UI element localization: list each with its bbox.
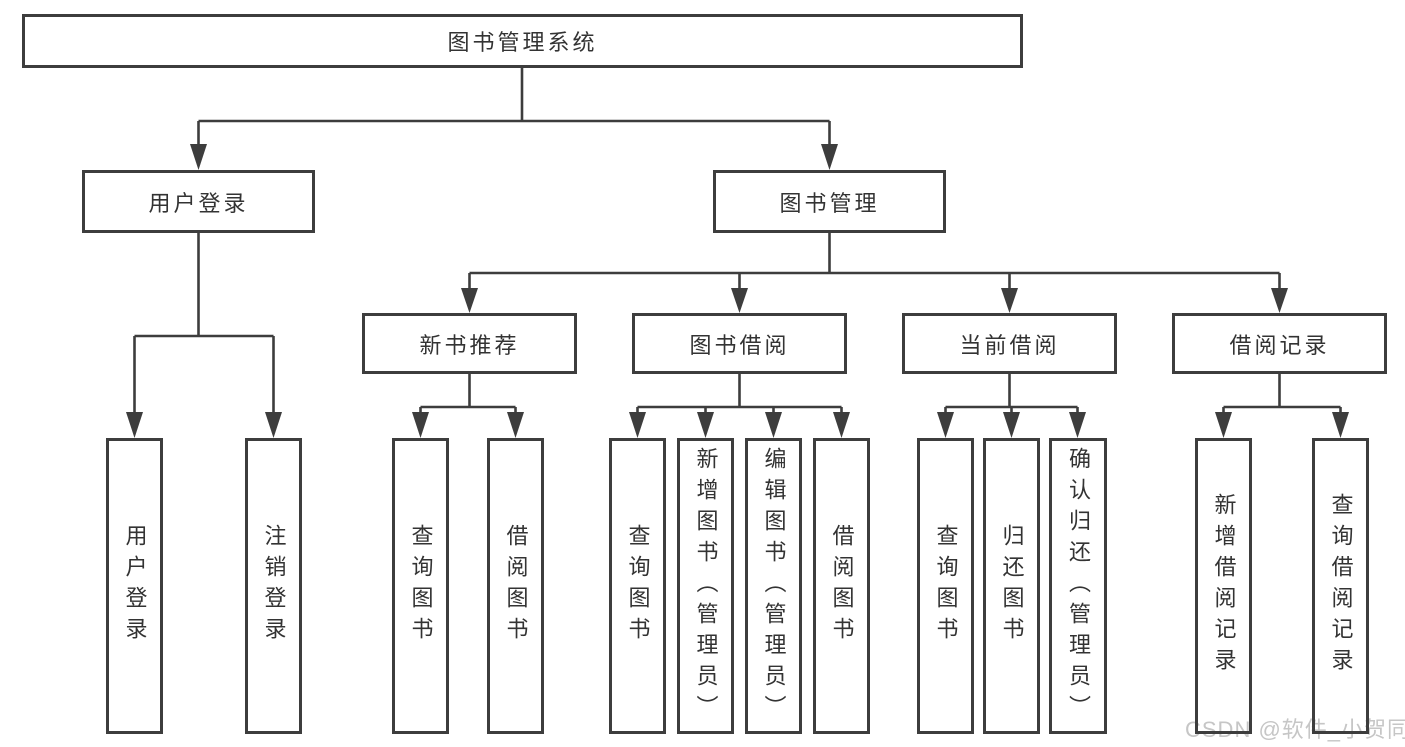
- node-book-borrowing: 图书借阅: [632, 313, 847, 374]
- leaf-add-borrow-record: 新增借阅记录: [1195, 438, 1252, 734]
- node-user-login-label: 用户登录: [148, 190, 249, 216]
- leaf-return-books: 归还图书: [983, 438, 1040, 734]
- leaf-add-book-admin-label: 新增图书（管理员）: [693, 446, 719, 726]
- leaf-query-borrow-record: 查询借阅记录: [1312, 438, 1369, 734]
- node-current-borrowing: 当前借阅: [902, 313, 1117, 374]
- node-new-book-recommendation-label: 新书推荐: [419, 332, 520, 358]
- leaf-borrow-query-books: 查询图书: [609, 438, 666, 734]
- node-borrowing-records: 借阅记录: [1172, 313, 1387, 374]
- leaf-logout: 注销登录: [245, 438, 302, 734]
- leaf-confirm-return-admin-label: 确认归还（管理员）: [1066, 446, 1091, 726]
- leaf-user-login-label: 用户登录: [122, 524, 148, 648]
- leaf-current-query-books: 查询图书: [917, 438, 974, 734]
- leaf-add-book-admin: 新增图书（管理员）: [677, 438, 734, 734]
- node-book-borrowing-label: 图书借阅: [689, 332, 790, 358]
- node-root: 图书管理系统: [22, 14, 1023, 68]
- leaf-borrow-query-books-label: 查询图书: [625, 524, 651, 648]
- leaf-borrow-books-label: 借阅图书: [829, 524, 855, 648]
- leaf-add-borrow-record-label: 新增借阅记录: [1211, 493, 1237, 679]
- leaf-logout-label: 注销登录: [261, 524, 287, 648]
- leaf-recommend-query-books-label: 查询图书: [408, 524, 434, 648]
- watermark: CSDN @软件_小贺同学: [1185, 717, 1405, 742]
- node-current-borrowing-label: 当前借阅: [959, 332, 1060, 358]
- leaf-confirm-return-admin: 确认归还（管理员）: [1049, 438, 1107, 734]
- leaf-recommend-borrow-books-label: 借阅图书: [503, 524, 529, 648]
- node-root-label: 图书管理系统: [447, 30, 598, 55]
- node-book-management: 图书管理: [713, 170, 946, 233]
- node-new-book-recommendation: 新书推荐: [362, 313, 577, 374]
- node-book-management-label: 图书管理: [779, 190, 880, 216]
- leaf-recommend-query-books: 查询图书: [392, 438, 449, 734]
- node-borrowing-records-label: 借阅记录: [1229, 332, 1330, 358]
- leaf-user-login: 用户登录: [106, 438, 163, 734]
- node-user-login: 用户登录: [82, 170, 315, 233]
- leaf-edit-book-admin: 编辑图书（管理员）: [745, 438, 802, 734]
- leaf-recommend-borrow-books: 借阅图书: [487, 438, 544, 734]
- leaf-edit-book-admin-label: 编辑图书（管理员）: [761, 446, 787, 726]
- leaf-return-books-label: 归还图书: [999, 524, 1025, 648]
- leaf-borrow-books: 借阅图书: [813, 438, 870, 734]
- leaf-current-query-books-label: 查询图书: [933, 524, 959, 648]
- leaf-query-borrow-record-label: 查询借阅记录: [1328, 493, 1354, 679]
